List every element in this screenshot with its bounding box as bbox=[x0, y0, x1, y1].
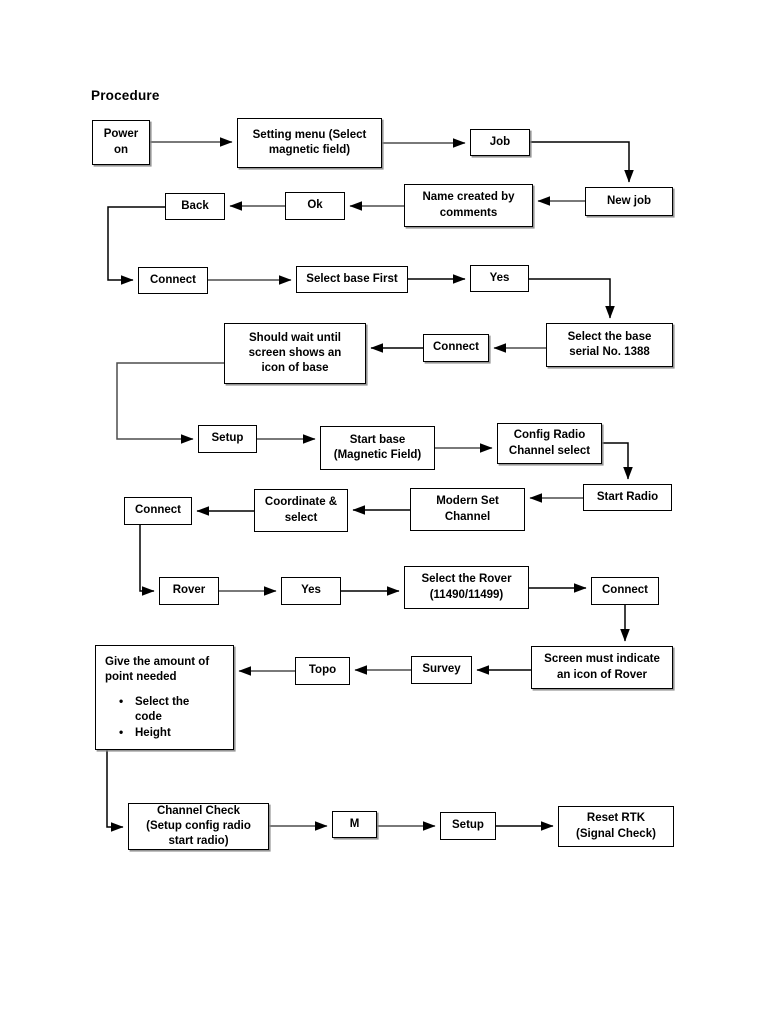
node-label: Ok bbox=[307, 199, 323, 212]
node-label: Yes bbox=[489, 271, 510, 284]
node-setup-final[interactable]: Setup bbox=[440, 812, 496, 840]
node-select-the-rover[interactable]: Select the Rover (11490/11499) bbox=[404, 566, 529, 609]
node-connect-rover[interactable]: Connect bbox=[124, 497, 192, 525]
node-label: Screen must indicate an icon of Rover bbox=[544, 653, 660, 681]
note-heading: Give the amount of point needed bbox=[105, 656, 210, 684]
edge-config-radio-to-start-radio bbox=[602, 442, 633, 480]
node-yes-base[interactable]: Yes bbox=[470, 265, 529, 292]
edge-give-amount-to-channel-check bbox=[106, 750, 124, 832]
node-ok[interactable]: Ok bbox=[285, 192, 345, 220]
node-setup-base[interactable]: Setup bbox=[198, 425, 257, 453]
node-back[interactable]: Back bbox=[165, 193, 225, 220]
node-label: Connect bbox=[150, 273, 196, 286]
node-start-radio[interactable]: Start Radio bbox=[583, 484, 672, 511]
edge-yes-to-select-base-serial bbox=[529, 278, 615, 319]
node-power-on[interactable]: Power on bbox=[92, 120, 150, 165]
note-bullet-list: Select the code Height bbox=[105, 694, 225, 742]
node-job[interactable]: Job bbox=[470, 129, 530, 156]
node-label: Connect bbox=[602, 584, 648, 597]
node-reset-rtk[interactable]: Reset RTK (Signal Check) bbox=[558, 806, 674, 847]
node-m[interactable]: M bbox=[332, 811, 377, 838]
node-label: Config Radio Channel select bbox=[508, 429, 591, 457]
node-label: Topo bbox=[308, 664, 337, 677]
node-modern-set-channel[interactable]: Modern Set Channel bbox=[410, 488, 525, 531]
list-item: Select the code bbox=[119, 694, 213, 725]
node-yes-rover[interactable]: Yes bbox=[281, 577, 341, 605]
node-setting-menu[interactable]: Setting menu (Select magnetic field) bbox=[237, 118, 382, 168]
node-label: Select the base serial No. 1388 bbox=[567, 330, 652, 358]
page-title: Procedure bbox=[91, 88, 160, 103]
node-label: New job bbox=[606, 194, 652, 207]
node-label: Yes bbox=[301, 584, 321, 597]
node-rover[interactable]: Rover bbox=[159, 577, 219, 605]
node-label: Connect bbox=[135, 504, 181, 517]
list-item: Height bbox=[119, 725, 213, 741]
node-survey[interactable]: Survey bbox=[411, 656, 472, 684]
edge-connect-rover-to-rover bbox=[139, 525, 155, 596]
node-screen-must-indicate-icon-of-rover[interactable]: Screen must indicate an icon of Rover bbox=[531, 646, 673, 689]
node-label: Coordinate & select bbox=[264, 496, 338, 524]
node-label: Select the Rover (11490/11499) bbox=[421, 573, 512, 601]
node-label: Select base First bbox=[306, 272, 398, 285]
node-label: Channel Check (Setup config radio start … bbox=[146, 804, 251, 848]
node-label: Survey bbox=[422, 663, 461, 676]
node-connect-rover-2[interactable]: Connect bbox=[591, 577, 659, 605]
node-start-base[interactable]: Start base (Magnetic Field) bbox=[320, 426, 435, 470]
node-label: Job bbox=[489, 135, 511, 148]
node-label: Start base (Magnetic Field) bbox=[333, 433, 422, 461]
node-label: Modern Set Channel bbox=[436, 495, 499, 523]
node-channel-check[interactable]: Channel Check (Setup config radio start … bbox=[128, 803, 269, 850]
node-label: Name created by comments bbox=[422, 191, 515, 219]
node-give-the-amount-of-point-needed[interactable]: Give the amount of point needed Select t… bbox=[95, 645, 234, 750]
node-label: Rover bbox=[172, 584, 206, 597]
node-label: Setting menu (Select magnetic field) bbox=[252, 128, 367, 156]
node-label: Connect bbox=[433, 341, 479, 354]
node-select-the-base-serial[interactable]: Select the base serial No. 1388 bbox=[546, 323, 673, 367]
node-should-wait-until-screen-shows-icon-of-base[interactable]: Should wait until screen shows an icon o… bbox=[224, 323, 366, 384]
node-label: Back bbox=[181, 199, 209, 212]
node-label: Should wait until screen shows an icon o… bbox=[248, 331, 342, 375]
node-select-base-first[interactable]: Select base First bbox=[296, 266, 408, 293]
node-coordinate-and-select[interactable]: Coordinate & select bbox=[254, 489, 348, 532]
node-new-job[interactable]: New job bbox=[585, 187, 673, 216]
node-label: Start Radio bbox=[596, 490, 659, 503]
node-label: Setup bbox=[452, 819, 484, 832]
node-connect-base[interactable]: Connect bbox=[138, 267, 208, 294]
node-label: M bbox=[349, 817, 360, 830]
node-label: Setup bbox=[211, 432, 244, 445]
node-config-radio-channel-select[interactable]: Config Radio Channel select bbox=[497, 423, 602, 464]
node-connect-base-2[interactable]: Connect bbox=[423, 334, 489, 362]
node-topo[interactable]: Topo bbox=[295, 657, 350, 685]
edge-job-to-new-job bbox=[530, 141, 634, 183]
node-name-created-by-comments[interactable]: Name created by comments bbox=[404, 184, 533, 227]
node-label: Reset RTK (Signal Check) bbox=[576, 812, 656, 840]
node-label: Power on bbox=[103, 128, 139, 156]
